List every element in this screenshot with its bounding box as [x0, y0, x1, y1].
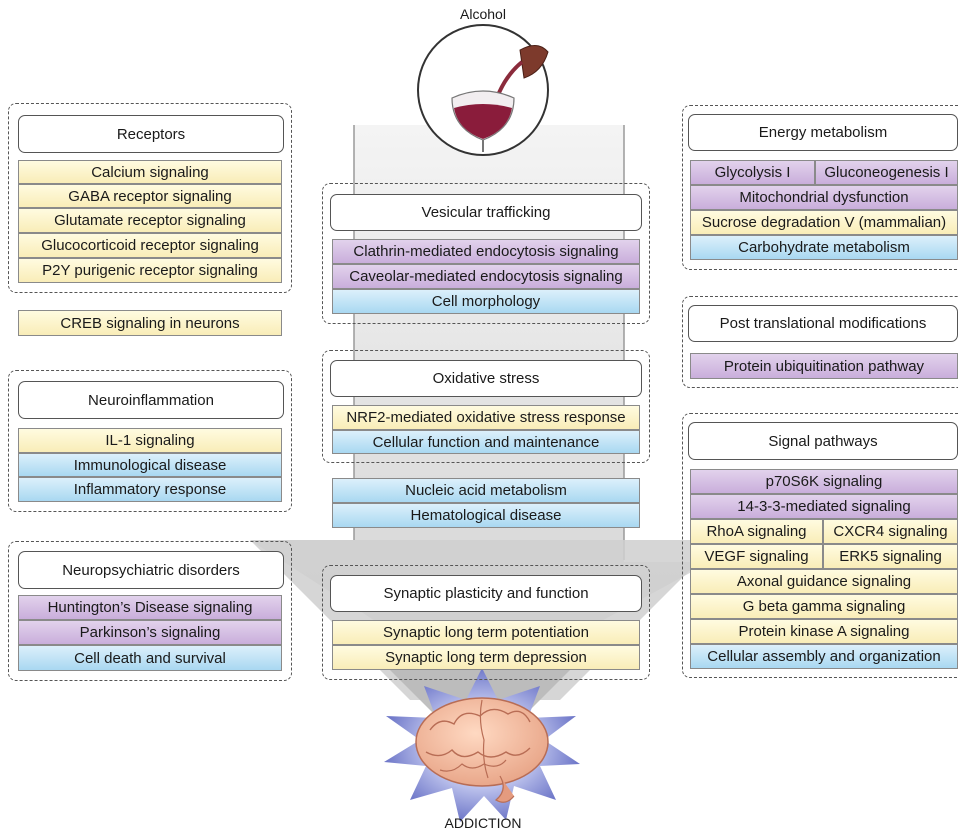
signal-pathways-title: Signal pathways	[688, 422, 958, 460]
oxidative-stress-group	[322, 350, 650, 463]
neuropsychiatric-title: Neuropsychiatric disorders	[18, 551, 284, 589]
energy-metabolism-item: Sucrose degradation V (mammalian)	[690, 210, 958, 235]
signal-pathways-item: Cellular assembly and organization	[690, 644, 958, 669]
ptm-group	[682, 296, 958, 388]
nucleic-acid-metabolism-box: Nucleic acid metabolism	[332, 478, 640, 503]
synaptic-plasticity-item: Synaptic long term potentiation	[332, 620, 640, 645]
alcohol-label: Alcohol	[460, 6, 506, 22]
neuroinflammation-item: IL-1 signaling	[18, 428, 282, 453]
synaptic-plasticity-title: Synaptic plasticity and function	[330, 575, 642, 612]
receptors-group	[8, 103, 292, 293]
neuroinflammation-title: Neuroinflammation	[18, 381, 284, 419]
synaptic-plasticity-group	[322, 565, 650, 680]
neuroinflammation-item: Inflammatory response	[18, 477, 282, 502]
receptors-item: Glucocorticoid receptor signaling	[18, 233, 282, 258]
synaptic-plasticity-item: Synaptic long term depression	[332, 645, 640, 670]
signal-pathways-item: ERK5 signaling	[823, 544, 958, 569]
signal-pathways-item: RhoA signaling	[690, 519, 823, 544]
signal-pathways-group	[682, 413, 958, 678]
neuropsychiatric-item: Cell death and survival	[18, 645, 282, 671]
neuroinflammation-item: Immunological disease	[18, 453, 282, 477]
addiction-label: ADDICTION	[444, 815, 522, 831]
wine-glass-icon	[417, 24, 549, 156]
creb-signaling-box: CREB signaling in neurons	[18, 310, 282, 336]
energy-metabolism-title: Energy metabolism	[688, 114, 958, 151]
neuropsychiatric-item: Huntington’s Disease signaling	[18, 595, 282, 620]
neuroinflammation-group	[8, 370, 292, 512]
oxidative-stress-item: NRF2-mediated oxidative stress response	[332, 405, 640, 430]
vesicular-trafficking-item: Caveolar-mediated endocytosis signaling	[332, 264, 640, 289]
receptors-item: Glutamate receptor signaling	[18, 208, 282, 233]
receptors-title: Receptors	[18, 115, 284, 153]
oxidative-stress-item: Cellular function and maintenance	[332, 430, 640, 454]
signal-pathways-item: VEGF signaling	[690, 544, 823, 569]
receptors-item: P2Y purigenic receptor signaling	[18, 258, 282, 283]
receptors-item: Calcium signaling	[18, 160, 282, 184]
vesicular-trafficking-item: Cell morphology	[332, 289, 640, 314]
signal-pathways-item: CXCR4 signaling	[823, 519, 958, 544]
neuropsychiatric-item: Parkinson’s signaling	[18, 620, 282, 645]
signal-pathways-item: Protein kinase A signaling	[690, 619, 958, 644]
energy-metabolism-item: Gluconeogenesis I	[815, 160, 958, 185]
hematological-disease-box: Hematological disease	[332, 503, 640, 528]
signal-pathways-item: Axonal guidance signaling	[690, 569, 958, 594]
signal-pathways-item: 14-3-3-mediated signaling	[690, 494, 958, 519]
energy-metabolism-item: Carbohydrate metabolism	[690, 235, 958, 260]
signal-pathways-item: G beta gamma signaling	[690, 594, 958, 619]
energy-metabolism-item: Mitochondrial dysfunction	[690, 185, 958, 210]
signal-pathways-item: p70S6K signaling	[690, 469, 958, 494]
energy-metabolism-item: Glycolysis I	[690, 160, 815, 185]
vesicular-trafficking-title: Vesicular trafficking	[330, 194, 642, 231]
neuropsychiatric-group	[8, 541, 292, 681]
ptm-item: Protein ubiquitination pathway	[690, 353, 958, 379]
vesicular-trafficking-item: Clathrin-mediated endocytosis signaling	[332, 239, 640, 264]
vesicular-trafficking-group	[322, 183, 650, 324]
receptors-item: GABA receptor signaling	[18, 184, 282, 208]
oxidative-stress-title: Oxidative stress	[330, 360, 642, 397]
energy-metabolism-group	[682, 105, 958, 270]
brain-icon	[384, 668, 580, 822]
ptm-title: Post translational modifications	[688, 305, 958, 342]
